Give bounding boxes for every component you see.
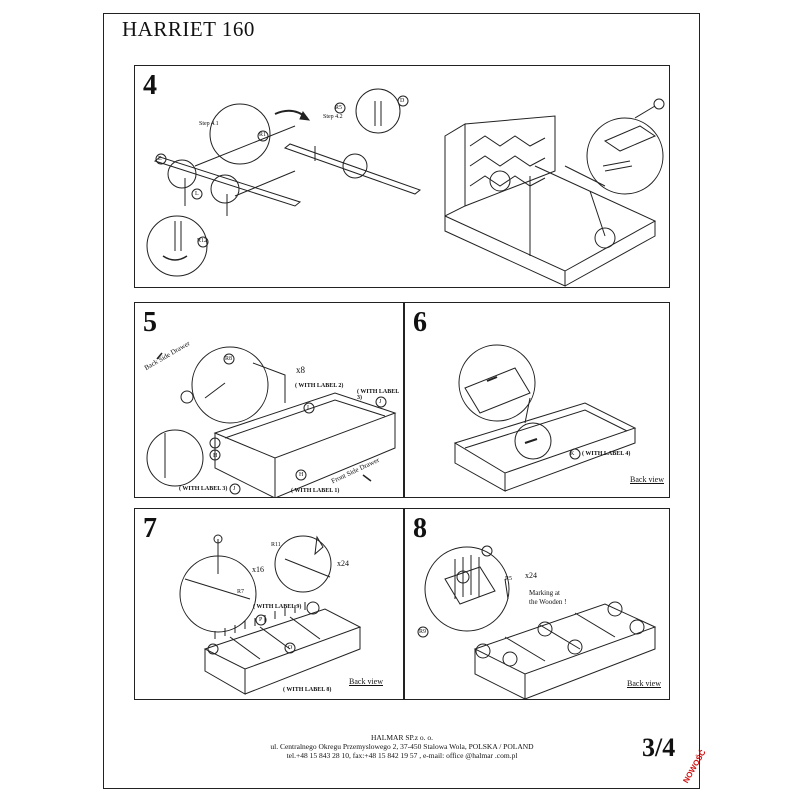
label-j2: J <box>233 486 236 492</box>
detail-circle-k <box>458 344 536 422</box>
label-r5: R5 <box>335 105 343 111</box>
step-number: 5 <box>143 307 157 338</box>
back-view-label: Back view <box>627 679 661 688</box>
step-7-illustration <box>179 534 362 695</box>
label-r5: R5 <box>505 576 513 582</box>
label-o: O <box>288 645 293 651</box>
step-number: 4 <box>143 70 157 101</box>
label-i: I <box>307 405 309 411</box>
step-6-panel: 6 K ( WITH LABEL 4) Back view <box>404 302 670 498</box>
label-h1: H <box>299 472 304 478</box>
label-x24: x24 <box>337 559 349 568</box>
label-h2: H <box>213 453 218 459</box>
page-title: HARRIET 160 <box>122 17 255 41</box>
label-with-label-8: ( WITH LABEL 8) <box>283 687 332 693</box>
label-marking-2: the Wooden ! <box>529 598 567 606</box>
label-x16: x16 <box>252 565 264 574</box>
detail-circle-r1 <box>209 103 271 165</box>
back-view-label: Back view <box>349 677 383 686</box>
footer-company: HALMAR SP.z o. o. <box>370 733 434 742</box>
label-step42: Step 4.2 <box>323 114 343 120</box>
label-e: E <box>158 156 162 162</box>
label-marking-1: Marking at <box>529 589 560 597</box>
step-8-panel: 8 x24 R5 R9 Marking at the Wooden ! Back… <box>404 508 670 700</box>
step-8-illustration <box>417 545 657 699</box>
page-number: 3/4 <box>642 733 676 762</box>
label-with-label-4: ( WITH LABEL 4) <box>582 451 631 457</box>
label-with-label-1: ( WITH LABEL 1) <box>291 488 340 494</box>
detail-circle-r12 <box>146 215 208 277</box>
label-with-label-9: ( WITH LABEL 9) <box>253 604 302 610</box>
instruction-page <box>103 13 700 789</box>
footer-contact: tel.+48 15 843 28 10, fax:+48 15 842 19 … <box>286 751 518 760</box>
label-l: L <box>195 191 199 197</box>
label-r12: R12 <box>197 238 208 244</box>
label-r11: R11 <box>271 542 281 548</box>
label-with-label-3a: ( WITH LABEL 3) <box>357 389 399 401</box>
label-r8: R8 <box>225 356 233 362</box>
label-r9: R9 <box>419 629 427 635</box>
label-p: P <box>259 617 263 623</box>
label-j1: J <box>379 399 382 405</box>
footer-address: ul. Centralnego Okregu Przemyslowego 2, … <box>270 742 534 751</box>
step-number: 7 <box>143 513 157 544</box>
detail-circle-r8 <box>191 346 269 424</box>
step-5-illustration <box>146 346 397 497</box>
step-4-panel: 4 <box>134 65 670 288</box>
step-5-panel: 5 x8 R8 Back Side Drawer Front Side Draw… <box>134 302 404 498</box>
step-number: 8 <box>413 513 427 544</box>
back-view-label: Back view <box>630 475 664 484</box>
label-r7: R7 <box>237 589 245 595</box>
label-k: K <box>570 451 575 457</box>
label-with-label-2: ( WITH LABEL 2) <box>295 383 344 389</box>
detail-circle-drawer <box>146 429 204 487</box>
label-r1: R1 <box>259 132 267 138</box>
label-with-label-3b: ( WITH LABEL 3) <box>179 486 228 492</box>
detail-circle-r5 <box>424 546 510 632</box>
detail-circle-r11 <box>274 535 332 593</box>
step-number: 6 <box>413 307 427 338</box>
label-x24: x24 <box>525 571 537 580</box>
detail-circle-d <box>586 117 664 195</box>
step-7-panel: 7 x16 x24 R7 R11 ( WITH LABEL 9) ( WITH … <box>134 508 404 700</box>
label-d: D <box>400 98 405 104</box>
label-step41: Step 4.1 <box>199 121 219 127</box>
step-6-illustration <box>453 344 637 492</box>
label-x8: x8 <box>296 365 305 375</box>
step-4-illustration <box>146 88 665 287</box>
